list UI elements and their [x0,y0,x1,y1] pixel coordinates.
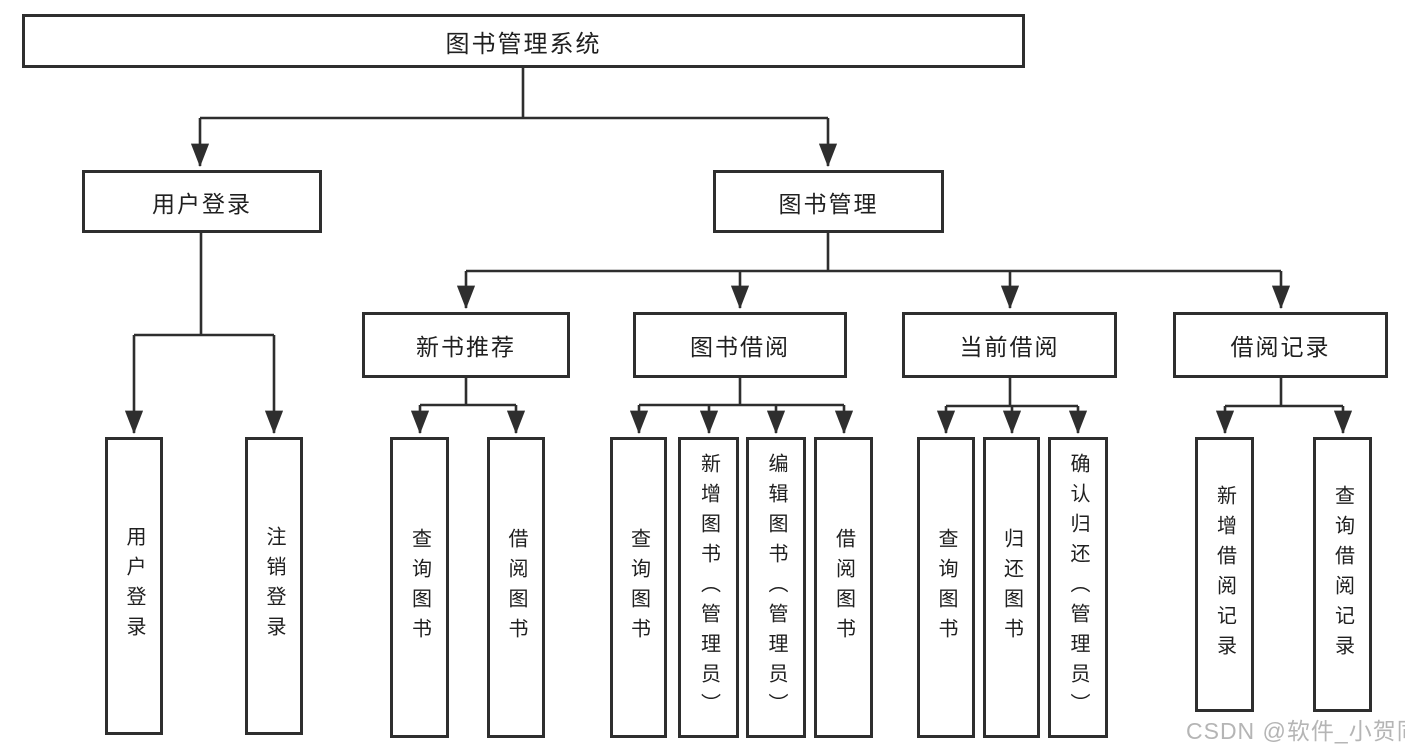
node-book-management: 图书管理 [713,170,944,233]
leaf-recommend-query-books: 查询图书 [390,437,449,738]
node-label: 编辑图书（管理员） [765,452,787,723]
node-label: 新增图书（管理员） [697,452,720,723]
leaf-borrow-add-books-admin: 新增图书（管理员） [678,437,739,738]
csdn-watermark: CSDN @软件_小贺同学 [1186,718,1405,744]
node-label: 查询图书 [935,527,957,648]
leaf-borrow-query-books: 查询图书 [610,437,667,738]
leaf-records-add-borrow-record: 新增借阅记录 [1195,437,1254,712]
node-root-library-management-system: 图书管理系统 [22,14,1025,68]
leaf-current-confirm-return-admin: 确认归还（管理员） [1048,437,1108,738]
node-label: 图书管理系统 [445,30,602,58]
leaf-user-login: 用户登录 [105,437,163,735]
leaf-records-query-borrow-record: 查询借阅记录 [1313,437,1372,712]
node-label: 查询借阅记录 [1331,484,1354,665]
leaf-current-query-books: 查询图书 [917,437,975,738]
node-label: 归还图书 [1000,527,1023,648]
connector-new-book-recommend-branch [410,378,526,435]
connector-user-login-branch [124,233,284,435]
node-label: 用户登录 [152,190,252,217]
connector-root-branch [190,68,838,168]
node-label: 图书借阅 [690,334,790,360]
connector-book-management-branch [456,233,1291,310]
connector-book-borrow-branch [629,378,854,435]
node-label: 查询图书 [627,527,650,648]
node-current-borrow: 当前借阅 [902,312,1117,378]
node-label: 用户登录 [123,526,145,646]
node-user-login: 用户登录 [82,170,322,233]
leaf-recommend-borrow-books: 借阅图书 [487,437,545,738]
node-borrow-records: 借阅记录 [1173,312,1388,378]
node-label: 当前借阅 [959,334,1060,360]
node-label: 确认归还（管理员） [1067,452,1089,723]
leaf-borrow-borrow-books: 借阅图书 [814,437,873,738]
node-label: 图书管理 [778,190,879,217]
node-label: 借阅图书 [832,527,855,648]
node-label: 新增借阅记录 [1213,484,1236,665]
node-new-book-recommend: 新书推荐 [362,312,570,378]
node-label: 借阅记录 [1230,334,1331,360]
connector-current-borrow-branch [936,378,1088,435]
node-label: 借阅图书 [505,527,527,648]
node-label: 注销登录 [263,526,285,646]
node-book-borrow: 图书借阅 [633,312,847,378]
node-label: 新书推荐 [416,334,516,360]
connector-borrow-records-branch [1215,378,1353,435]
leaf-borrow-edit-books-admin: 编辑图书（管理员） [746,437,806,738]
leaf-logout: 注销登录 [245,437,303,735]
node-label: 查询图书 [408,527,431,648]
leaf-current-return-books: 归还图书 [983,437,1040,738]
